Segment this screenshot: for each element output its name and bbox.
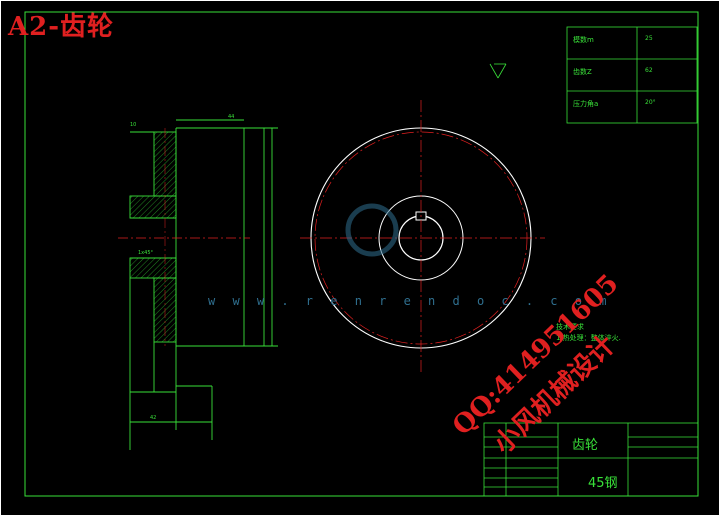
technical-notes: 技术要求 1.热处理：整体淬火. <box>556 322 621 344</box>
notes-heading: 技术要求 <box>556 323 584 331</box>
param-label: 齿数Z <box>573 68 592 76</box>
bottom-dimension: 42 <box>150 415 157 421</box>
notes-line: 1.热处理：整体淬火. <box>556 334 621 342</box>
param-label: 模数m <box>573 36 594 44</box>
param-row-teeth: 齿数Z 62 <box>567 67 697 99</box>
title-block-grid <box>483 422 699 497</box>
face-top-dimension: 44 <box>228 114 235 120</box>
param-table-grid <box>566 26 698 124</box>
front-view <box>300 100 545 375</box>
param-value: 62 <box>645 67 653 74</box>
param-row-module: 模数m 25 <box>567 35 697 67</box>
part-name: 齿轮 <box>572 438 599 453</box>
drawing-frame <box>24 11 699 497</box>
param-value: 20° <box>645 99 656 106</box>
sheet-title: A2-齿轮 <box>8 12 115 42</box>
watermark-logo <box>345 203 399 257</box>
param-row-pressure-angle: 压力角a 20° <box>567 99 697 131</box>
left-top-dimension: 10 <box>130 122 137 128</box>
material: 45钢 <box>588 476 618 491</box>
param-value: 25 <box>645 35 653 42</box>
side-section-view <box>129 119 278 450</box>
gear-parameter-table: 模数m 25 齿数Z 62 压力角a 20° <box>567 27 697 123</box>
param-label: 压力角a <box>573 100 599 108</box>
chamfer-dimension: 1x45° <box>138 250 154 256</box>
watermark-url: w w w . r e n r e n d o c . c o m <box>208 294 612 308</box>
surface-roughness-symbol <box>489 63 507 79</box>
